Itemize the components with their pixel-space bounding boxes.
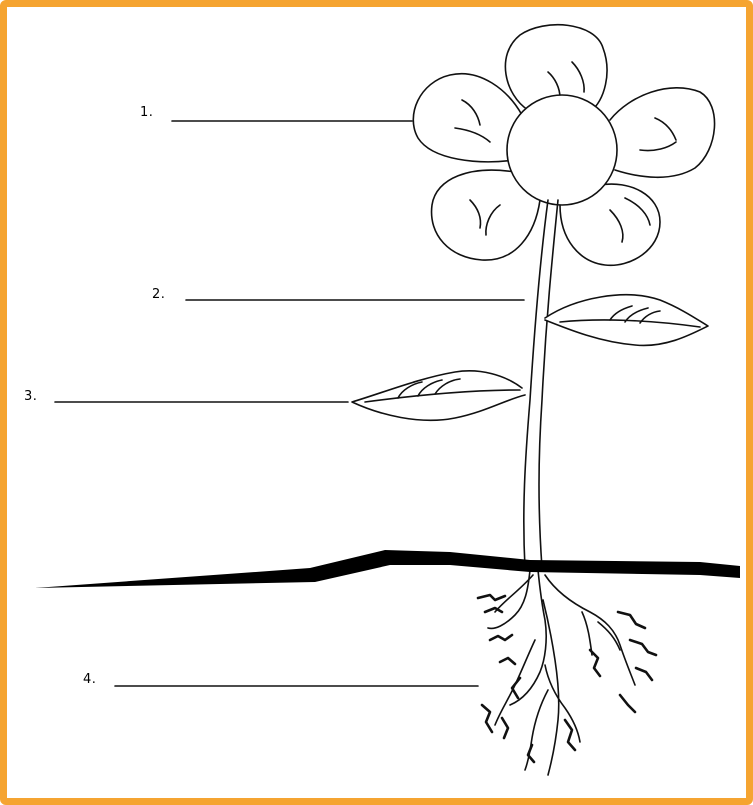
- label-number-1: 1.: [140, 105, 153, 120]
- leaf-left: [352, 371, 525, 420]
- petal-left: [413, 74, 522, 162]
- petal-right: [610, 88, 715, 177]
- stem: [524, 200, 548, 568]
- label-number-4: 4.: [83, 672, 96, 687]
- label-number-3: 3.: [24, 389, 37, 404]
- label-number-2: 2.: [152, 287, 165, 302]
- ground-line: [35, 550, 740, 588]
- flower-center: [507, 95, 617, 205]
- roots: [478, 570, 656, 775]
